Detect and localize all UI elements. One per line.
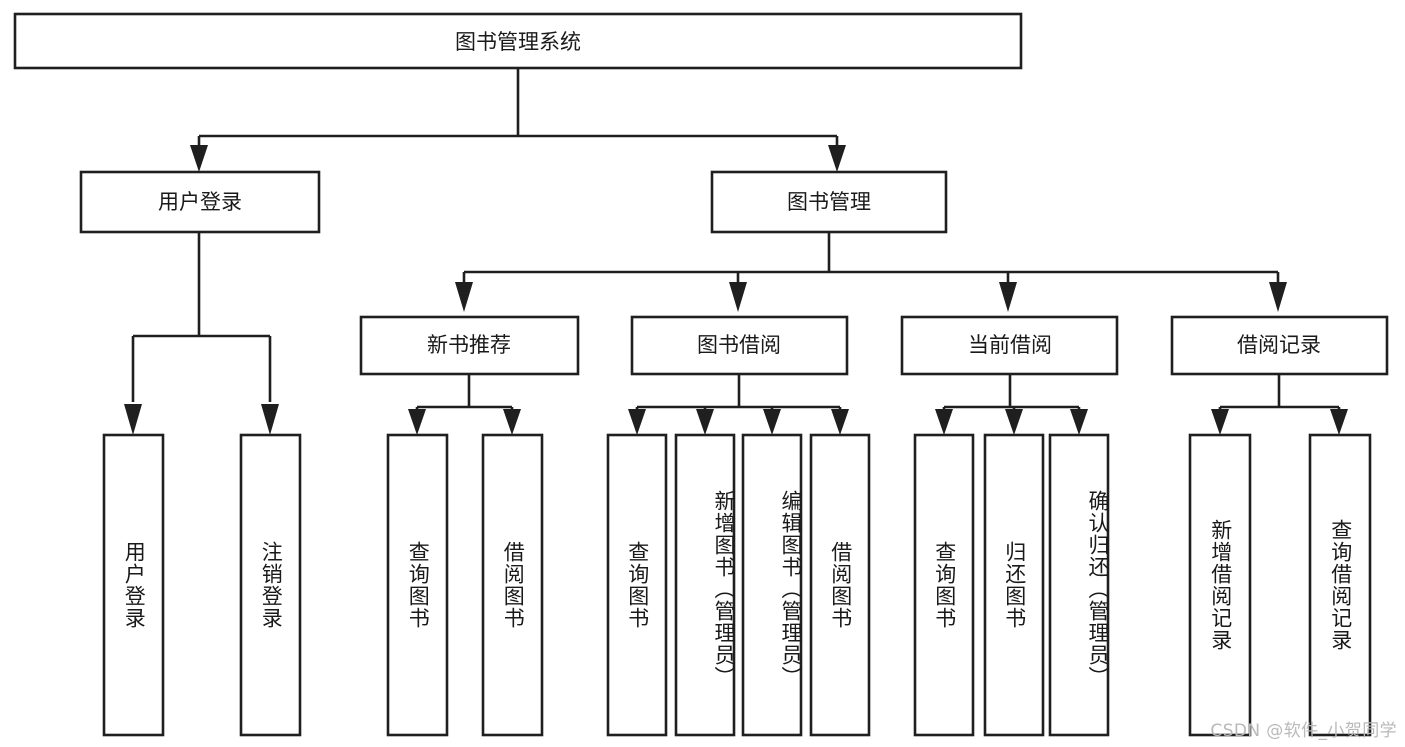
node-book-manage-label: 图书管理: [787, 190, 871, 214]
arrow-leaf-add-record: [1211, 409, 1229, 435]
node-root[interactable]: 图书管理系统: [13, 12, 1023, 70]
connectors-borrowrecord-to-leaves: [1211, 374, 1348, 435]
arrow-leaf-query-book-1: [408, 409, 426, 435]
node-new-book-recommend[interactable]: 新书推荐: [359, 315, 580, 376]
leaf-borrow-book-2-box[interactable]: [809, 433, 871, 737]
leaf-confirm-return-box[interactable]: [1048, 433, 1110, 737]
leaf-edit-book-box[interactable]: [741, 433, 803, 737]
arrow-leaf-logout-login: [261, 404, 279, 435]
node-current-borrow[interactable]: 当前借阅: [900, 315, 1119, 376]
arrow-leaf-confirm-return: [1070, 409, 1088, 435]
node-user-login-label: 用户登录: [158, 190, 242, 214]
leaf-query-book-2-box[interactable]: [606, 433, 668, 737]
arrow-leaf-query-book-2: [628, 409, 646, 435]
node-current-borrow-label: 当前借阅: [968, 333, 1052, 357]
leaf-boxes-current-borrow: [913, 433, 1110, 737]
connectors-bookborrow-to-leaves: [628, 374, 849, 435]
arrow-to-current-borrow: [999, 282, 1017, 312]
node-book-manage-box[interactable]: [710, 170, 948, 234]
arrow-to-borrow-record: [1269, 282, 1287, 312]
connectors-root-to-level2: [190, 68, 846, 172]
arrow-leaf-edit-book: [763, 409, 781, 435]
node-current-borrow-box[interactable]: [900, 315, 1119, 376]
node-book-borrow-box[interactable]: [630, 315, 849, 376]
arrow-to-book-manage: [828, 145, 846, 172]
leaf-boxes-borrow-record: [1188, 433, 1372, 737]
node-root-label: 图书管理系统: [455, 30, 581, 54]
leaf-add-book-box[interactable]: [674, 433, 736, 737]
arrow-leaf-user-login: [124, 404, 142, 435]
arrow-leaf-add-book: [696, 409, 714, 435]
leaf-return-book-box[interactable]: [983, 433, 1045, 737]
connectors-userlogin-to-leaves: [124, 232, 279, 435]
leaf-user-login-box[interactable]: [102, 433, 165, 737]
leaf-borrow-book-1-box[interactable]: [481, 433, 544, 737]
leaf-boxes-book-borrow: [606, 433, 871, 737]
node-borrow-record[interactable]: 借阅记录: [1170, 315, 1389, 376]
arrow-leaf-borrow-book-2: [831, 409, 849, 435]
leaf-query-record-box[interactable]: [1308, 433, 1372, 737]
connectors-newbook-to-leaves: [408, 374, 521, 435]
leaf-query-book-1-box[interactable]: [386, 433, 449, 737]
node-borrow-record-label: 借阅记录: [1237, 333, 1321, 357]
arrow-to-new-book: [455, 282, 473, 312]
node-user-login[interactable]: 用户登录: [79, 170, 321, 234]
leaf-add-record-box[interactable]: [1188, 433, 1252, 737]
leaf-logout-login-box[interactable]: [239, 433, 302, 737]
node-borrow-record-box[interactable]: [1170, 315, 1389, 376]
node-new-book-recommend-label: 新书推荐: [427, 333, 511, 357]
leaf-query-book-3-box[interactable]: [913, 433, 975, 737]
arrow-leaf-return-book: [1005, 409, 1023, 435]
leaf-boxes-new-book-recommend: [386, 433, 544, 737]
leaf-boxes-user-login: [102, 433, 302, 737]
node-book-manage[interactable]: 图书管理: [710, 170, 948, 234]
arrow-leaf-borrow-book-1: [503, 409, 521, 435]
csdn-watermark: CSDN @软件_小贺同学: [1210, 721, 1397, 741]
connectors-currentborrow-to-leaves: [935, 374, 1088, 435]
arrow-to-user-login: [190, 145, 208, 172]
node-book-borrow-label: 图书借阅: [697, 333, 781, 357]
node-user-login-box[interactable]: [79, 170, 321, 234]
arrow-to-book-borrow: [729, 282, 747, 312]
arrow-leaf-query-book-3: [935, 409, 953, 435]
arrow-leaf-query-record: [1330, 409, 1348, 435]
connectors-bookmanage-to-level3: [455, 232, 1287, 312]
node-book-borrow[interactable]: 图书借阅: [630, 315, 849, 376]
node-root-box[interactable]: [13, 12, 1023, 70]
node-new-book-recommend-box[interactable]: [359, 315, 580, 376]
